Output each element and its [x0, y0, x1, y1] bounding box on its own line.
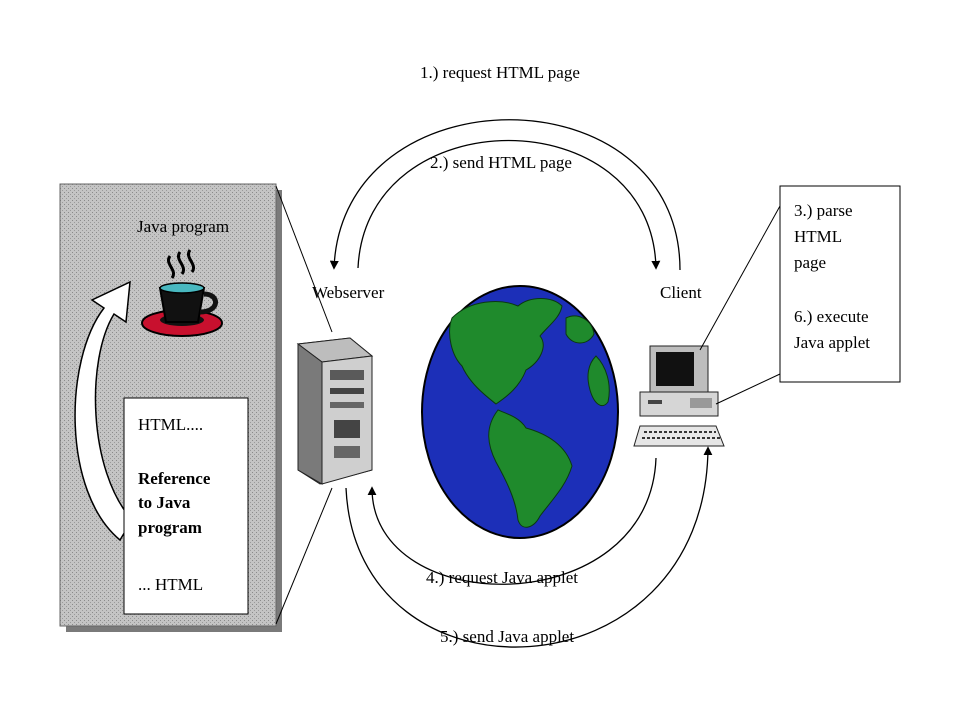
step-1-label: 1.) request HTML page: [420, 63, 580, 82]
note-html: HTML: [794, 227, 842, 246]
client-note-box: [779, 185, 901, 383]
server-tower-icon: [296, 337, 374, 485]
webserver-label: Webserver: [312, 283, 385, 302]
html-doc-start: HTML....: [138, 415, 203, 434]
step-4-label: 4.) request Java applet: [426, 568, 578, 587]
html-document: [123, 397, 249, 615]
arc-send-applet: [345, 446, 713, 648]
step-2-label: 2.) send HTML page: [430, 153, 572, 172]
client-computer-icon: [633, 345, 725, 447]
java-program-label: Java program: [137, 217, 229, 236]
arc-request-html: [329, 119, 681, 271]
client-label: Client: [660, 283, 702, 302]
arc-request-applet: [367, 457, 657, 585]
step-5-label: 5.) send Java applet: [440, 627, 574, 646]
note-parse: 3.) parse: [794, 201, 853, 220]
note-java-applet: Java applet: [794, 333, 870, 352]
zoom-line-bottom: [275, 487, 333, 625]
note-pointer-top: [699, 205, 781, 351]
zoom-line-top: [275, 185, 333, 333]
curved-arrow-icon: [74, 280, 133, 542]
note-execute: 6.) execute: [794, 307, 869, 326]
html-doc-end: ... HTML: [138, 575, 203, 594]
note-pointer-bottom: [715, 373, 781, 405]
coffee-cup-icon: [141, 249, 223, 337]
html-doc-reference-2: to Java: [138, 493, 191, 512]
html-doc-reference-1: Reference: [138, 469, 211, 488]
arc-send-html: [357, 139, 661, 270]
note-page: page: [794, 253, 826, 272]
globe-icon: [421, 285, 619, 539]
html-doc-reference-3: program: [138, 518, 202, 537]
